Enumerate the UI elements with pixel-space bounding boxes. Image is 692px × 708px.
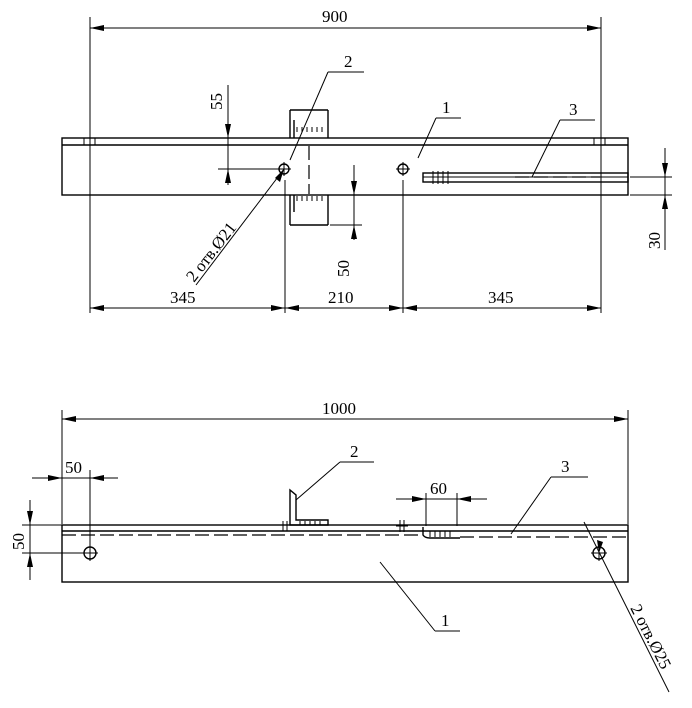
callout-1-bottom: 1 [441, 611, 450, 630]
holes-note-bottom: 2 отв.Ø25 [626, 601, 675, 672]
callout-leader-2 [289, 71, 329, 161]
callout-leader-3 [510, 476, 552, 535]
beam-outline-top [61, 137, 629, 196]
callout-leader-2 [295, 461, 341, 501]
beam-outline-bottom [61, 524, 629, 583]
bottom-view: 1000 50 50 60 2 3 1 2 отв.Ø25 [9, 399, 675, 693]
center-mark [396, 520, 408, 532]
dim-900-label: 900 [322, 7, 348, 26]
callout-2-bottom: 2 [350, 442, 359, 461]
rod-part-3-top [422, 171, 629, 184]
dim-30-label: 30 [645, 232, 664, 249]
dim-55-label: 55 [207, 93, 226, 110]
rod-part-3-bottom [422, 527, 460, 539]
hole-left-bottom [82, 545, 98, 561]
dim-50-vertical-label: 50 [9, 533, 28, 550]
callout-leader-1 [379, 561, 436, 632]
callout-2-top: 2 [344, 52, 353, 71]
dim-60-label: 60 [430, 479, 447, 498]
dim-50-horizontal-label: 50 [65, 458, 82, 477]
holes-leader-line [583, 521, 670, 693]
hole-right-top [396, 162, 410, 176]
callout-1-top: 1 [442, 98, 451, 117]
callout-3-top: 3 [569, 100, 578, 119]
callout-leader-1 [417, 117, 437, 159]
callout-leader-3 [531, 119, 561, 178]
bracket-part-2-bottom [282, 488, 329, 531]
dim-210-label: 210 [328, 288, 354, 307]
dim-345-right-label: 345 [488, 288, 514, 307]
callout-3-bottom: 3 [561, 457, 570, 476]
holes-note-top: 2 отв.Ø21 [182, 219, 240, 286]
top-view: 900 345 210 345 55 50 30 2 отв.Ø21 [61, 7, 672, 313]
dim-345-left-label: 345 [170, 288, 196, 307]
dim-50-label: 50 [334, 260, 353, 277]
holes-leader-line [195, 168, 285, 286]
dim-1000-label: 1000 [322, 399, 356, 418]
bracket-part-2-top [289, 109, 329, 226]
